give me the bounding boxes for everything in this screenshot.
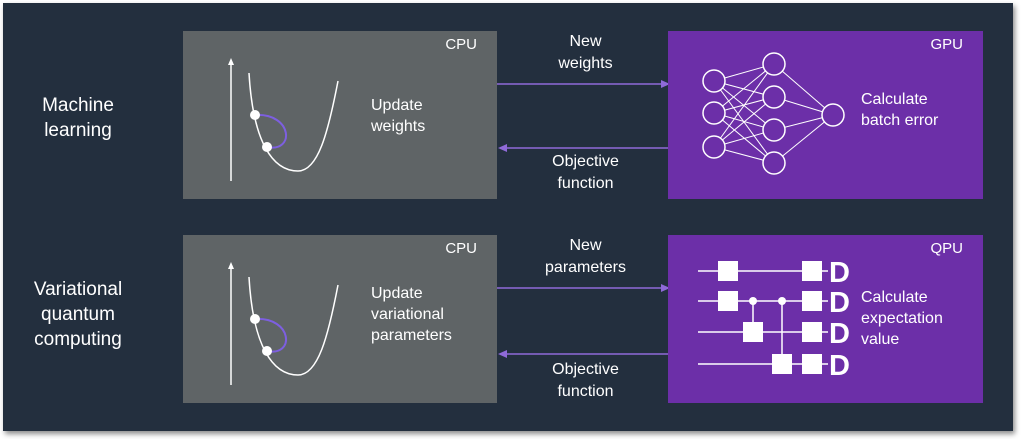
gpu-panel: GPU Calculate batch error: [668, 31, 983, 199]
arrow-to-cpu: [498, 350, 672, 358]
cpu-tag: CPU: [445, 240, 477, 257]
cpu-panel-ml: CPU Update weights: [183, 31, 497, 199]
arrow-label-new-weights: New weights: [558, 33, 613, 72]
arrow-to-qpu: [497, 284, 670, 292]
loss-curve-icon: [228, 58, 339, 181]
arrow-label-new-parameters: New parameters: [545, 237, 626, 276]
qpu-tag: QPU: [930, 240, 963, 257]
cpu-panel-text: Update weights: [371, 97, 426, 135]
loss-curve-icon: [228, 262, 339, 385]
gpu-tag: GPU: [930, 36, 963, 53]
arrow-to-gpu: [497, 80, 670, 88]
row-label-machine-learning: Machine learning: [42, 95, 114, 141]
measurement-gate-icon: D: [829, 287, 850, 319]
measurement-gate-icon: D: [829, 318, 850, 350]
measurement-gate-icon: D: [829, 257, 850, 289]
cpu-panel-vqc: CPU Update variational parameters: [183, 235, 497, 403]
row-label-variational-quantum-computing: Variational quantum computing: [33, 279, 123, 350]
diagram-canvas: Machine learning CPU Update weights New …: [3, 3, 1013, 431]
measurement-gate-icon: D: [829, 350, 850, 382]
arrow-label-objective-function: Objective function: [552, 361, 619, 400]
neural-network-icon: [702, 52, 845, 175]
arrow-label-objective-function: Objective function: [552, 153, 619, 192]
arrow-to-cpu: [498, 144, 672, 152]
gpu-panel-text: Calculate batch error: [861, 91, 939, 129]
qpu-panel-text: Calculate expectation value: [861, 289, 943, 348]
cpu-tag: CPU: [445, 36, 477, 53]
cpu-panel-text: Update variational parameters: [371, 285, 452, 344]
qpu-panel: QPU D: [668, 235, 983, 403]
quantum-circuit-icon: D D D D: [698, 257, 850, 382]
